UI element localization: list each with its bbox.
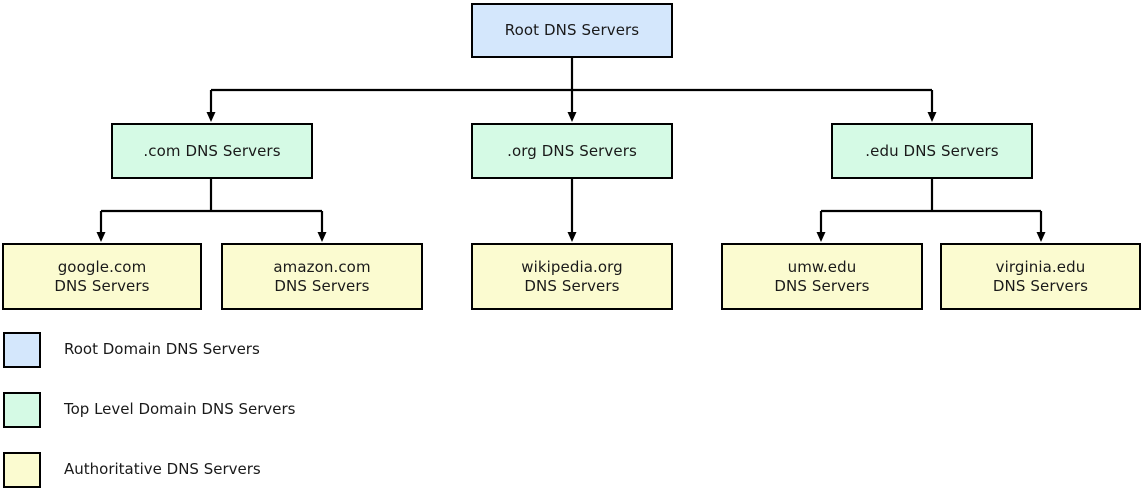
node-wikipedia-dns-servers[interactable]: wikipedia.org DNS Servers <box>471 243 673 310</box>
node-org-label: .org DNS Servers <box>507 141 637 160</box>
node-umw-dns-servers[interactable]: umw.edu DNS Servers <box>721 243 923 310</box>
node-amazon-label: amazon.com DNS Servers <box>273 257 371 295</box>
node-com-label: .com DNS Servers <box>143 141 281 160</box>
legend-swatch-root-domain <box>3 332 41 368</box>
legend-item-top-level-domain: Top Level Domain DNS Servers <box>3 392 603 452</box>
legend-label-top-level-domain: Top Level Domain DNS Servers <box>64 400 296 418</box>
node-com-dns-servers[interactable]: .com DNS Servers <box>111 123 313 179</box>
legend-swatch-top-level-domain <box>3 392 41 428</box>
legend-label-root-domain: Root Domain DNS Servers <box>64 340 260 358</box>
node-umw-label: umw.edu DNS Servers <box>774 257 870 295</box>
node-root-dns-servers[interactable]: Root DNS Servers <box>471 3 673 58</box>
legend: Root Domain DNS Servers Top Level Domain… <box>3 332 603 495</box>
node-virginia-dns-servers[interactable]: virginia.edu DNS Servers <box>940 243 1141 310</box>
legend-item-root-domain: Root Domain DNS Servers <box>3 332 603 392</box>
node-wikipedia-label: wikipedia.org DNS Servers <box>521 257 623 295</box>
node-amazon-dns-servers[interactable]: amazon.com DNS Servers <box>221 243 423 310</box>
legend-item-authoritative: Authoritative DNS Servers <box>3 452 603 495</box>
node-virginia-label: virginia.edu DNS Servers <box>992 257 1089 295</box>
legend-label-authoritative: Authoritative DNS Servers <box>64 460 261 478</box>
node-google-dns-servers[interactable]: google.com DNS Servers <box>2 243 202 310</box>
legend-swatch-authoritative <box>3 452 41 488</box>
node-google-label: google.com DNS Servers <box>54 257 150 295</box>
node-edu-dns-servers[interactable]: .edu DNS Servers <box>831 123 1033 179</box>
node-root-label: Root DNS Servers <box>504 21 640 39</box>
node-org-dns-servers[interactable]: .org DNS Servers <box>471 123 673 179</box>
node-edu-label: .edu DNS Servers <box>865 141 999 160</box>
